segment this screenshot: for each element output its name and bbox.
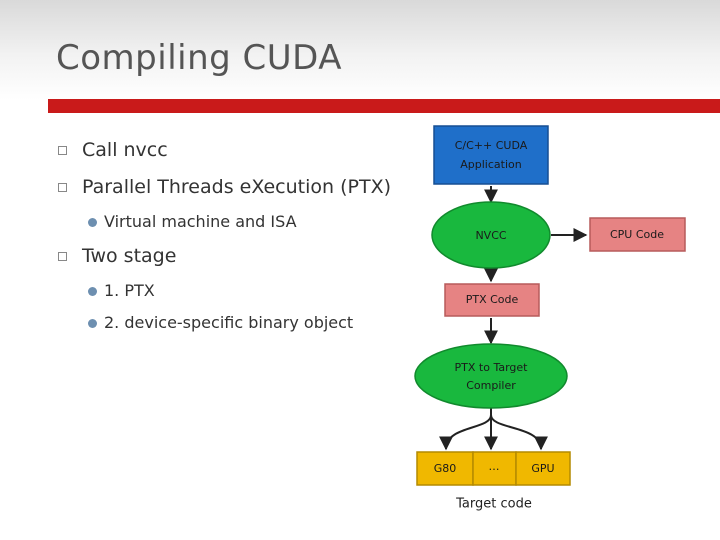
sub-bullet-item: 2. device-specific binary object bbox=[58, 307, 403, 339]
cpu-code-label: CPU Code bbox=[610, 228, 664, 241]
sub-bullet-text: Virtual machine and ISA bbox=[104, 212, 297, 231]
sub-bullet-item: 1. PTX bbox=[58, 275, 403, 307]
ptx-compiler-ellipse bbox=[414, 343, 568, 409]
ptx-code-box bbox=[444, 283, 540, 317]
bullet-text: Two stage bbox=[82, 245, 177, 267]
target-box-gpu bbox=[515, 451, 571, 486]
circle-bullet-icon bbox=[88, 218, 97, 227]
title-background bbox=[0, 0, 720, 100]
ptx-code-label: PTX Code bbox=[466, 293, 519, 306]
arrow-compiler-to-target-left bbox=[439, 414, 492, 451]
cuda-application-label-1: C/C++ CUDA bbox=[455, 139, 528, 152]
square-bullet-icon bbox=[58, 252, 67, 261]
bullet-item: Call nvcc bbox=[58, 132, 403, 169]
title-divider-bar bbox=[48, 99, 720, 113]
sub-bullet-item: Virtual machine and ISA bbox=[58, 206, 403, 238]
target-code-caption: Target code bbox=[455, 497, 532, 512]
bullet-item: Parallel Threads eXecution (PTX) bbox=[58, 169, 403, 206]
cuda-application-box bbox=[433, 125, 549, 185]
arrow-compiler-to-target-right bbox=[490, 414, 548, 451]
ptx-compiler-label-2: Compiler bbox=[466, 379, 516, 392]
nvcc-ellipse bbox=[431, 201, 551, 269]
slide-title: Compiling CUDA bbox=[56, 38, 342, 78]
bullet-text: Parallel Threads eXecution (PTX) bbox=[82, 176, 392, 198]
nvcc-label: NVCC bbox=[475, 229, 506, 242]
cuda-application-label-2: Application bbox=[460, 158, 521, 171]
square-bullet-icon bbox=[58, 183, 67, 192]
square-bullet-icon bbox=[58, 146, 67, 155]
target-label-gpu: GPU bbox=[531, 462, 554, 475]
cpu-code-box bbox=[589, 217, 686, 252]
circle-bullet-icon bbox=[88, 319, 97, 328]
bullet-list: Call nvcc Parallel Threads eXecution (PT… bbox=[58, 132, 403, 339]
target-label-g80: G80 bbox=[434, 462, 457, 475]
target-box-ellipsis bbox=[472, 451, 517, 486]
bullet-item: Two stage bbox=[58, 238, 403, 275]
circle-bullet-icon bbox=[88, 287, 97, 296]
bullet-text: Call nvcc bbox=[82, 139, 168, 161]
sub-bullet-text: 1. PTX bbox=[104, 281, 155, 300]
target-label-ellipsis: … bbox=[489, 460, 500, 473]
sub-bullet-text: 2. device-specific binary object bbox=[104, 313, 354, 332]
ptx-compiler-label-1: PTX to Target bbox=[455, 361, 529, 374]
